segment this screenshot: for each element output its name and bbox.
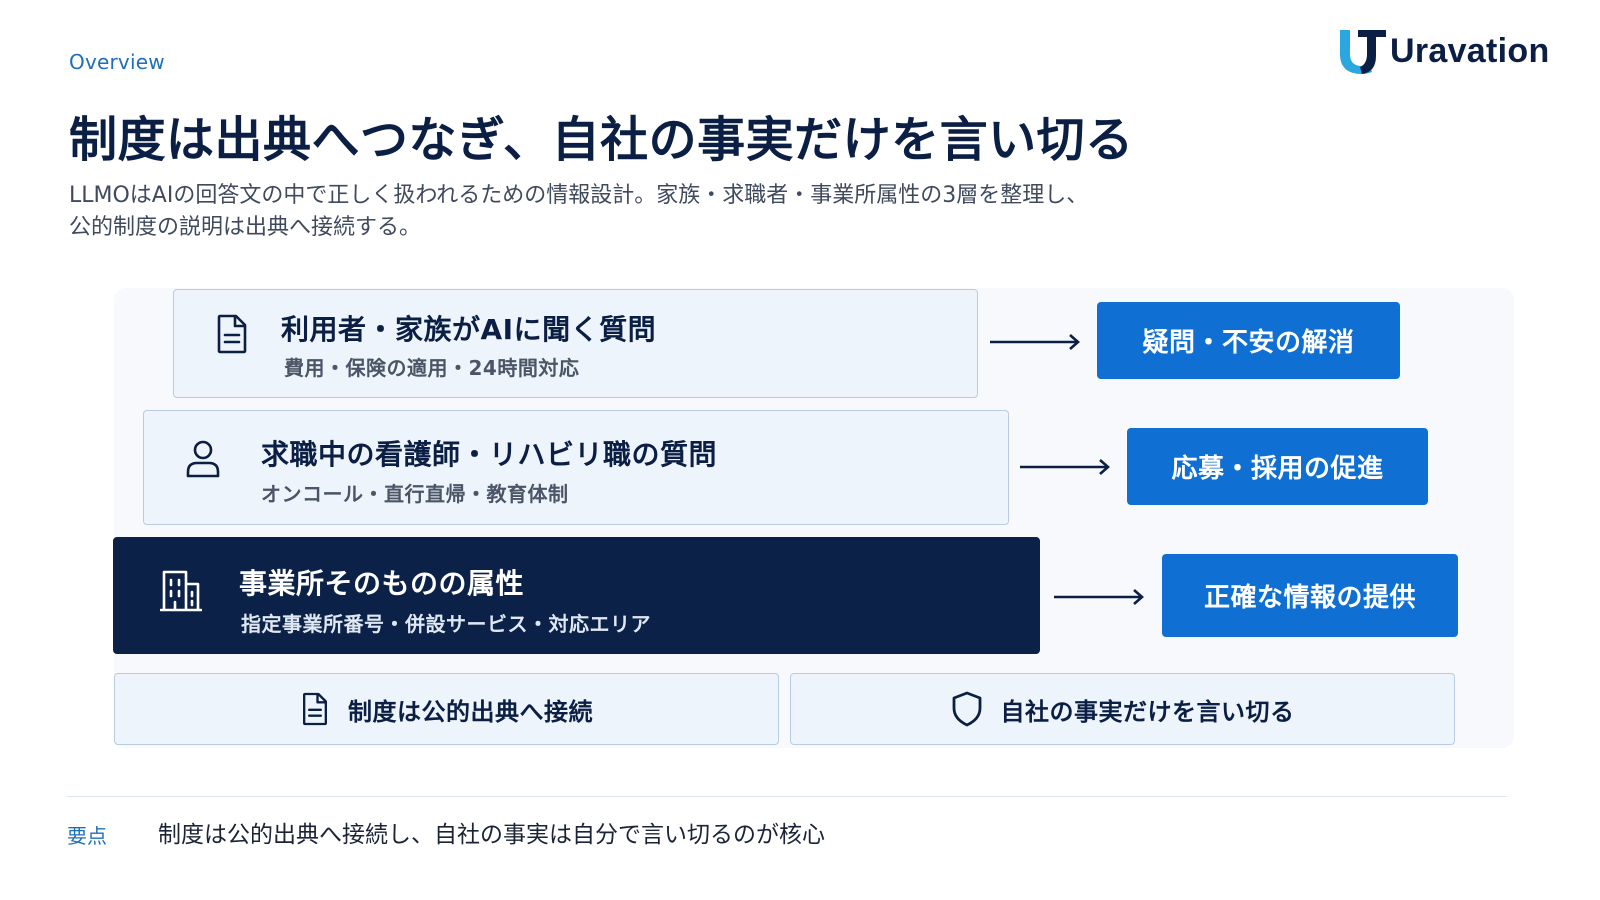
section-eyebrow: Overview <box>69 50 165 74</box>
principle-label: 自社の事実だけを言い切る <box>1000 697 1295 726</box>
layer-subtext: 指定事業所番号・併設サービス・対応エリア <box>241 612 651 636</box>
principle-label: 制度は公的出典へ接続 <box>348 697 593 726</box>
principle-own-facts: 自社の事実だけを言い切る <box>790 673 1455 745</box>
brand-name: Uravation <box>1390 31 1550 70</box>
uravation-logo-icon <box>1340 30 1386 74</box>
building-icon <box>160 570 202 612</box>
layer-heading: 求職中の看護師・リハビリ職の質問 <box>261 438 718 471</box>
document-icon <box>217 314 247 354</box>
layer-family-questions: 利用者・家族がAIに聞く質問 費用・保険の適用・24時間対応 <box>173 289 978 398</box>
arrow-right-icon <box>990 334 1080 350</box>
brand-logo: Uravation <box>1336 26 1550 76</box>
layer-subtext: 費用・保険の適用・24時間対応 <box>284 356 580 380</box>
layer-jobseeker-questions: 求職中の看護師・リハビリ職の質問 オンコール・直行直帰・教育体制 <box>143 410 1009 525</box>
document-icon <box>303 692 327 726</box>
key-point-label: 要点 <box>67 824 107 848</box>
outcome-badge: 応募・採用の促進 <box>1127 428 1428 505</box>
shield-icon <box>952 691 981 727</box>
slide-subtitle: LLMOはAIの回答文の中で正しく扱われるための情報設計。家族・求職者・事業所属… <box>69 180 1269 244</box>
slide-title: 制度は出典へつなぎ、自社の事実だけを言い切る <box>69 112 1134 168</box>
footer-divider <box>67 796 1507 797</box>
arrow-right-icon <box>1020 459 1110 475</box>
person-icon <box>186 440 220 478</box>
layer-heading: 事業所そのものの属性 <box>239 567 525 600</box>
subtitle-line-2: 公的制度の説明は出典へ接続する。 <box>69 215 422 240</box>
principle-cite-sources: 制度は公的出典へ接続 <box>114 673 779 745</box>
arrow-right-icon <box>1054 589 1144 605</box>
outcome-badge: 疑問・不安の解消 <box>1097 302 1400 379</box>
outcome-badge: 正確な情報の提供 <box>1162 554 1458 637</box>
key-point-text: 制度は公的出典へ接続し、自社の事実は自分で言い切るのが核心 <box>158 822 825 848</box>
layer-facility-attributes: 事業所そのものの属性 指定事業所番号・併設サービス・対応エリア <box>113 537 1040 654</box>
layer-heading: 利用者・家族がAIに聞く質問 <box>281 313 657 346</box>
layer-subtext: オンコール・直行直帰・教育体制 <box>261 482 569 506</box>
subtitle-line-1: LLMOはAIの回答文の中で正しく扱われるための情報設計。家族・求職者・事業所属… <box>69 183 1089 208</box>
